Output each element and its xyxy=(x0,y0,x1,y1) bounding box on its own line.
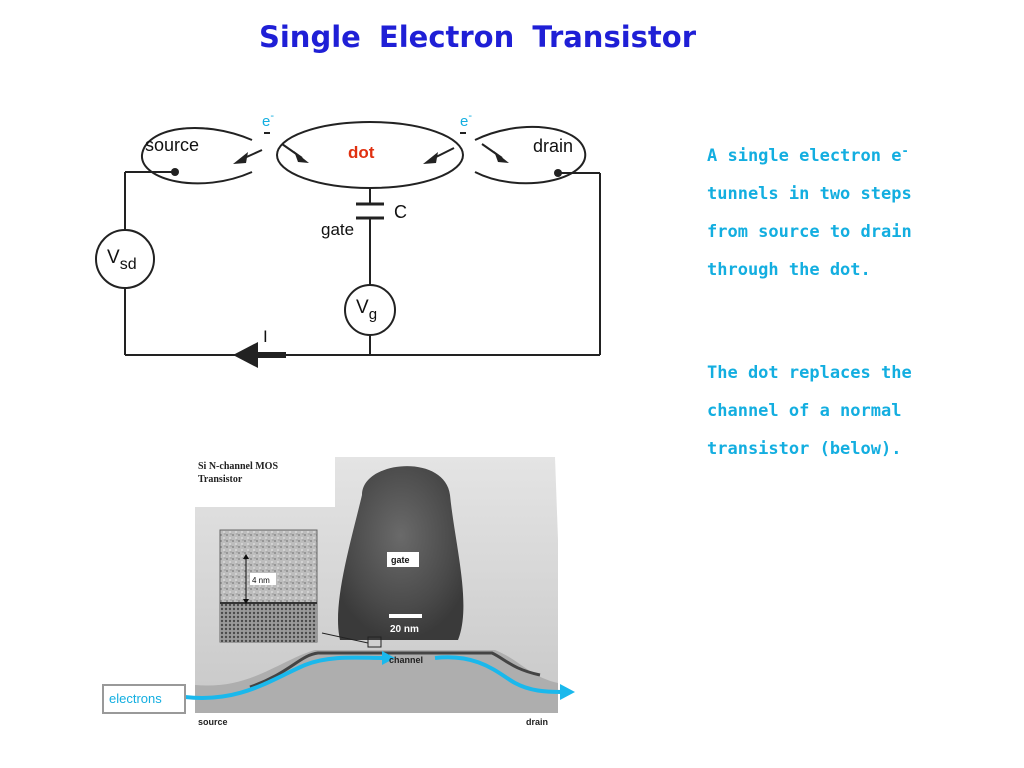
micrograph-gate-label: gate xyxy=(391,555,410,565)
dot-label: dot xyxy=(348,143,375,162)
drain-terminal xyxy=(554,169,562,177)
paragraph-1-text-start: A single electron e xyxy=(707,146,902,166)
electrons-box xyxy=(102,684,186,714)
vg-label: Vg xyxy=(356,297,377,323)
drain-label: drain xyxy=(533,136,573,156)
electrons-label: electrons xyxy=(109,691,162,706)
vsd-source xyxy=(95,229,155,289)
vsd-label: Vsd xyxy=(107,247,137,273)
source-label: source xyxy=(145,135,199,155)
source-lead xyxy=(140,127,253,185)
electron-flow-arrow-left xyxy=(184,655,383,700)
inset-scale-label: 4 nm xyxy=(252,576,270,585)
mos-transistor-micrograph: Si N-channel MOS Transistor 4 nm gate 20… xyxy=(102,457,575,727)
electron-flow-arrow-right xyxy=(434,655,563,694)
scale-bar-label: 20 nm xyxy=(390,624,419,635)
description-paragraph-2: The dot replaces the channel of a normal… xyxy=(707,363,912,459)
slide-title: Single Electron Transistor xyxy=(258,20,697,54)
gate-label: gate xyxy=(321,220,354,239)
paragraph-1-text-end: tunnels in two steps from source to drai… xyxy=(707,184,912,280)
set-circuit-diagram: source dot drain gate C e- e- Vsd Vg I xyxy=(95,110,601,368)
vg-source xyxy=(344,284,396,336)
channel-label: channel xyxy=(389,655,423,665)
micrograph-drain-label: drain xyxy=(526,717,548,727)
micrograph-caption-line-1: Si N-channel MOS xyxy=(198,461,278,472)
source-terminal xyxy=(171,168,179,176)
description-paragraph-1: A single electron e- tunnels in two step… xyxy=(707,137,957,289)
electron-right-label: e- xyxy=(460,110,472,130)
current-label: I xyxy=(263,327,268,346)
electron-left-label: e- xyxy=(262,110,274,130)
micrograph-source-label: source xyxy=(198,717,228,727)
electron-superscript: - xyxy=(901,143,909,158)
current-arrow xyxy=(233,342,258,368)
capacitor-label: C xyxy=(394,202,407,222)
drain-lead xyxy=(474,125,587,185)
micrograph-caption-line-2: Transistor xyxy=(198,474,243,485)
